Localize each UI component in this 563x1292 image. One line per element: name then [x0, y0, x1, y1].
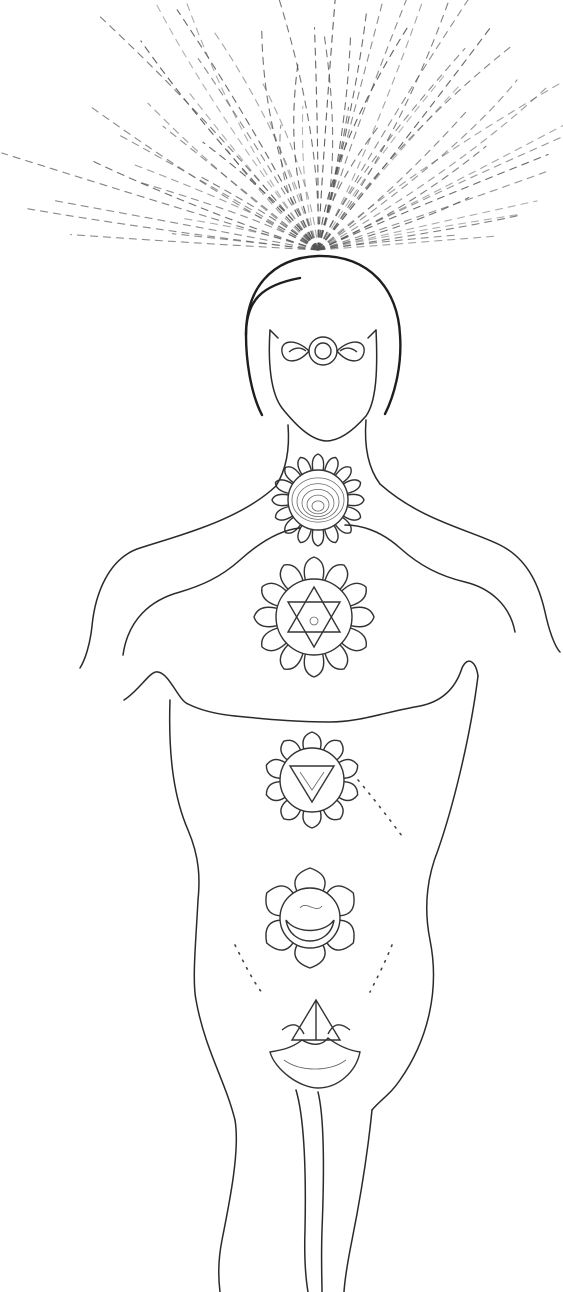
crown-ray: [318, 112, 466, 250]
lotus-petal: [285, 467, 301, 483]
lotus-petal: [325, 458, 338, 475]
crown-rays: [2, 0, 563, 250]
two-petal-lotus-icon: [282, 337, 364, 365]
lotus-petal: [298, 458, 311, 475]
torso-outline: [124, 661, 478, 1292]
lotus-petal: [343, 507, 360, 520]
lotus-petal: [327, 886, 354, 916]
lotus-petal: [351, 607, 374, 626]
lotus-petal: [304, 654, 323, 677]
lotus-petal: [254, 607, 277, 626]
crown-ray: [178, 0, 318, 250]
lotus-petal: [325, 525, 338, 542]
lotus-petal: [335, 467, 351, 483]
crown-ray: [155, 2, 318, 250]
lotus-petal: [348, 494, 364, 505]
lotus-petal: [272, 494, 288, 505]
crown-ray: [318, 198, 469, 251]
shoulders-arms: [80, 484, 560, 668]
sixteen-petal-lotus-icon: [272, 454, 364, 546]
lotus-petal: [303, 732, 321, 749]
lotus-petal: [304, 557, 323, 580]
lotus-petal: [276, 507, 293, 520]
crown-ray: [318, 49, 465, 251]
six-petal-lotus-crescent-icon: [266, 868, 354, 968]
ten-petal-lotus-triangle-icon: [266, 732, 357, 828]
crown-ray: [148, 103, 318, 250]
neck-outline: [276, 420, 380, 486]
crown-ray: [318, 3, 422, 250]
crown-ray: [318, 216, 518, 250]
crown-ray: [2, 153, 318, 250]
face-outline: [269, 330, 376, 441]
lotus-petal: [303, 811, 321, 828]
crown-ray: [318, 112, 563, 250]
twelve-petal-lotus-icon: [254, 557, 374, 677]
lotus-petal: [312, 454, 323, 470]
crown-ray: [269, 0, 318, 250]
crown-ray: [318, 155, 548, 251]
lotus-petal: [266, 886, 293, 916]
crown-ray: [318, 235, 458, 250]
lotus-petal: [343, 480, 360, 493]
four-petal-lotus-triangle-icon: [270, 1000, 360, 1088]
crown-ray: [318, 172, 546, 250]
crown-ray: [315, 28, 319, 250]
crown-ray: [318, 146, 486, 250]
lotus-petal: [312, 530, 323, 546]
lotus-petal: [266, 920, 293, 950]
lotus-petal: [327, 920, 354, 950]
